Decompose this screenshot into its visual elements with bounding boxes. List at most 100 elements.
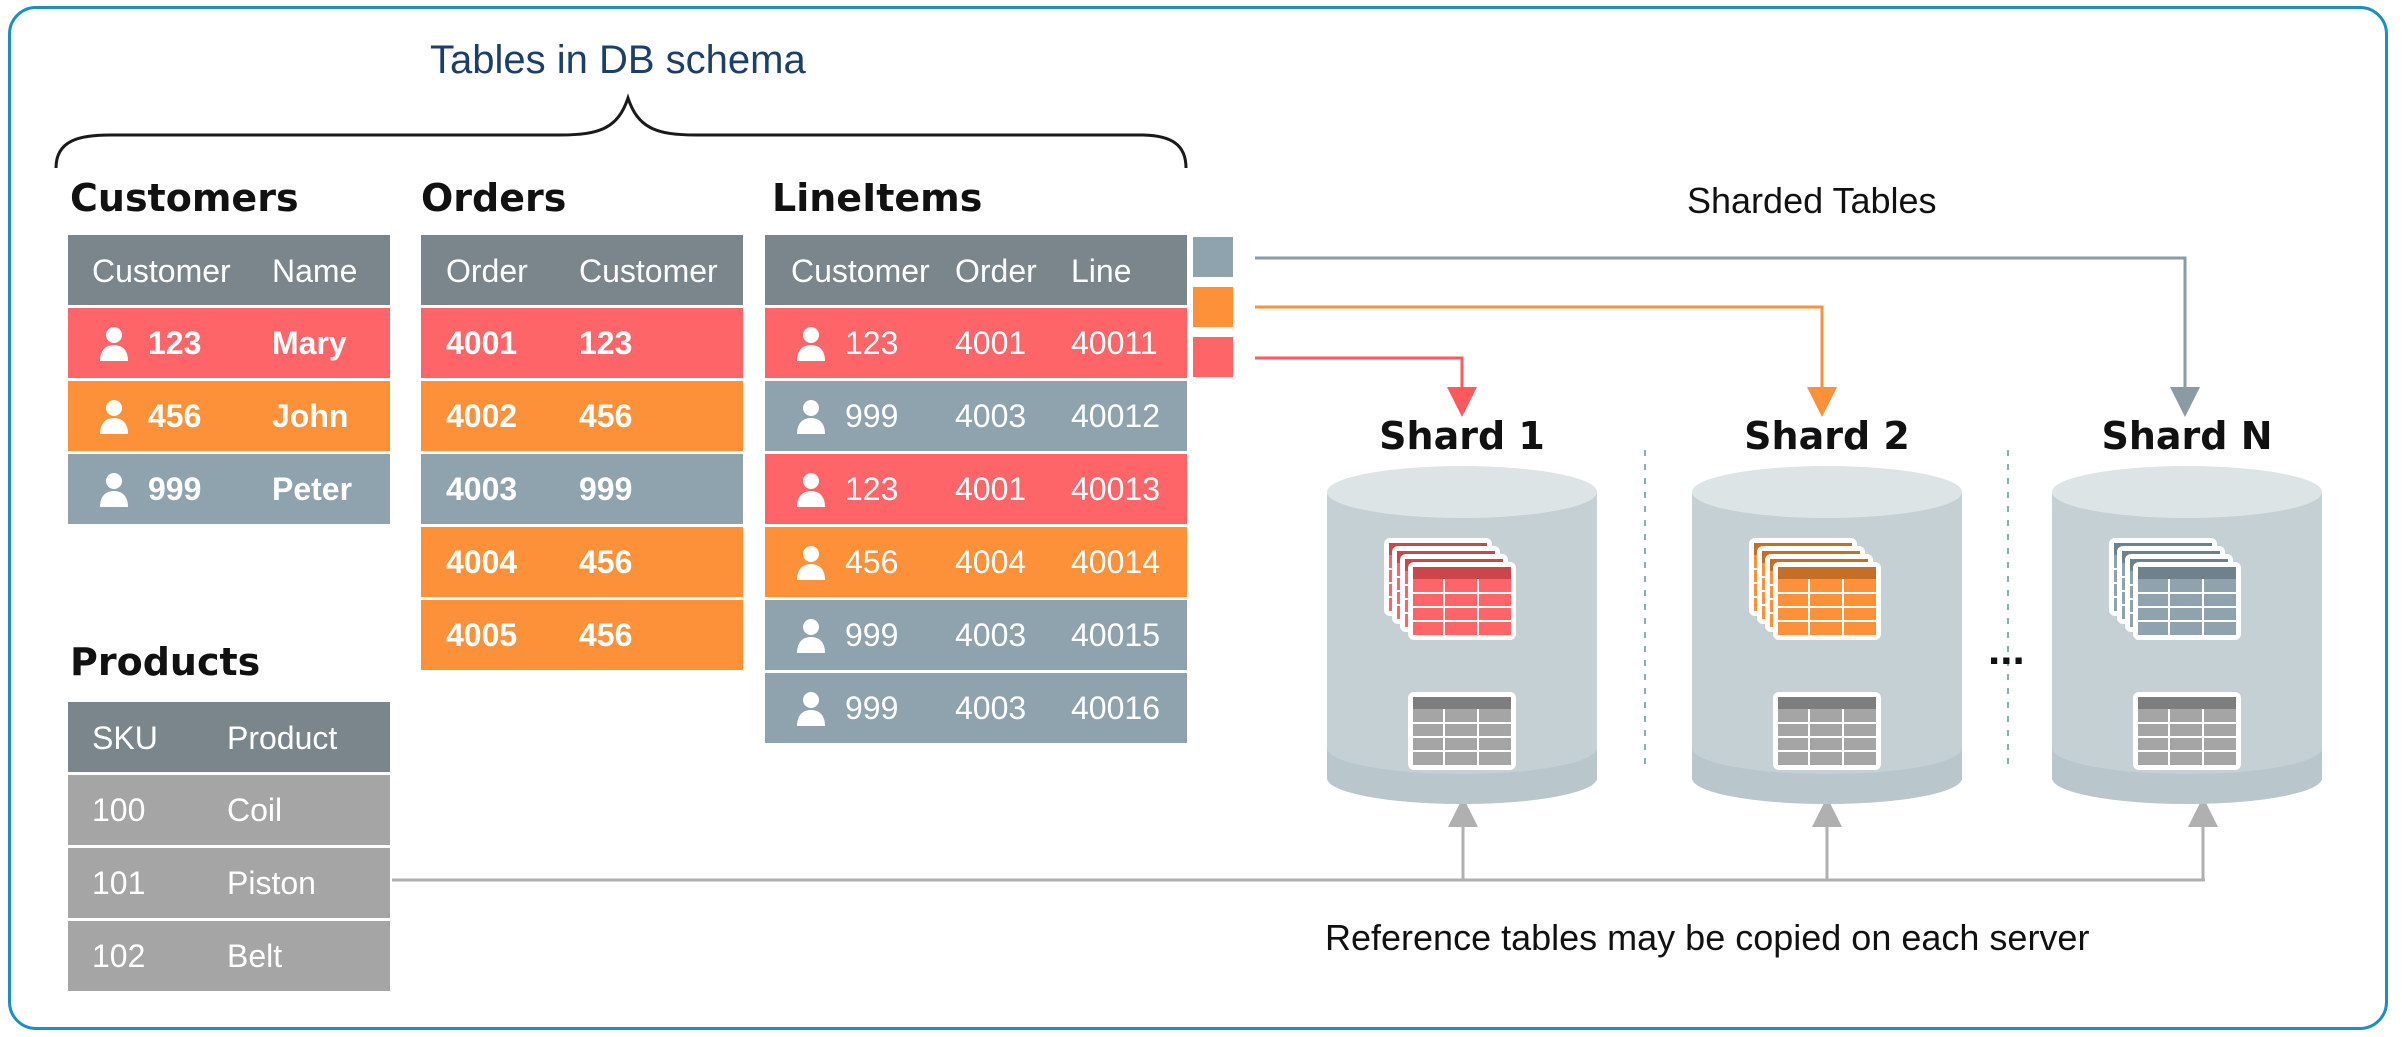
table-row: 4002 456 xyxy=(421,378,743,451)
table-row: 102 Belt xyxy=(68,918,390,991)
table-header: SKU Product xyxy=(68,702,390,772)
lineitem-order-cell: 4003 xyxy=(955,398,1027,434)
lineitem-customer-cell: 123 xyxy=(845,325,899,361)
table-row: 100 Coil xyxy=(68,772,390,845)
lineitem-line-cell: 40014 xyxy=(1071,544,1160,580)
order-customer-cell: 456 xyxy=(579,617,633,653)
sharded-table-icon xyxy=(1749,538,1881,640)
lineitems-table: Customer Order Line 123 4001 40011 999 4003 4… xyxy=(765,235,1187,743)
more-shards-ellipsis: ... xyxy=(1988,625,2025,674)
arrow-to-shard-2 xyxy=(1255,305,1837,417)
column-header: Customer xyxy=(791,253,930,289)
order-id-cell: 4002 xyxy=(446,398,518,434)
lineitem-order-cell: 4001 xyxy=(955,325,1027,361)
person-icon xyxy=(797,692,825,726)
arrow-to-shard-1 xyxy=(1255,356,1477,417)
person-icon xyxy=(797,619,825,653)
order-customer-cell: 999 xyxy=(579,471,633,507)
lineitem-customer-cell: 123 xyxy=(845,471,899,507)
table-header: Order Customer xyxy=(421,235,743,305)
shard-n-title: Shard N xyxy=(2101,414,2273,458)
lineitem-line-cell: 40013 xyxy=(1071,471,1160,507)
lineitem-customer-cell: 456 xyxy=(845,544,899,580)
person-icon xyxy=(100,327,128,361)
table-row: 4001 123 xyxy=(421,305,743,378)
order-id-cell: 4001 xyxy=(446,325,518,361)
orders-title: Orders xyxy=(421,176,567,220)
order-customer-cell: 123 xyxy=(579,325,633,361)
lineitem-line-cell: 40015 xyxy=(1071,617,1160,653)
sharded-table-icon xyxy=(2109,538,2241,640)
sharded-square-orange xyxy=(1193,287,1233,327)
orders-table: Order Customer 4001 123 4002 456 4003 999 4004… xyxy=(421,235,743,670)
sharded-table-icon xyxy=(1384,538,1516,640)
table-header: Customer Name xyxy=(68,235,390,305)
order-customer-cell: 456 xyxy=(579,544,633,580)
table-row: 999 Peter xyxy=(68,451,390,524)
lineitem-line-cell: 40012 xyxy=(1071,398,1160,434)
product-sku-cell: 102 xyxy=(92,938,146,974)
order-id-cell: 4003 xyxy=(446,471,518,507)
lineitem-order-cell: 4003 xyxy=(955,690,1027,726)
table-row: 999 4003 40012 xyxy=(765,378,1187,451)
table-row: 101 Piston xyxy=(68,845,390,918)
lineitem-order-cell: 4003 xyxy=(955,617,1027,653)
lineitem-line-cell: 40011 xyxy=(1071,325,1158,361)
schema-title: Tables in DB schema xyxy=(430,38,806,82)
shard-2-title: Shard 2 xyxy=(1744,414,1910,458)
column-header: Line xyxy=(1071,253,1132,289)
sharded-tables-label: Sharded Tables xyxy=(1687,180,1937,221)
product-name-cell: Coil xyxy=(227,792,283,828)
customer-name-cell: Peter xyxy=(272,471,353,507)
table-row: 123 4001 40013 xyxy=(765,451,1187,524)
customers-title: Customers xyxy=(70,176,299,220)
column-header: Product xyxy=(227,720,338,756)
arrow-to-shard-n xyxy=(1255,256,2200,417)
customer-id-cell: 123 xyxy=(148,325,202,361)
order-customer-cell: 456 xyxy=(579,398,633,434)
lineitem-customer-cell: 999 xyxy=(845,690,899,726)
person-icon xyxy=(797,400,825,434)
table-row: 4004 456 xyxy=(421,524,743,597)
person-icon xyxy=(100,473,128,507)
customer-id-cell: 999 xyxy=(148,471,202,507)
person-icon xyxy=(797,327,825,361)
product-sku-cell: 100 xyxy=(92,792,146,828)
lineitem-customer-cell: 999 xyxy=(845,617,899,653)
customer-name-cell: John xyxy=(272,398,349,434)
diagram-frame xyxy=(8,6,2388,1030)
table-row: 456 John xyxy=(68,378,390,451)
table-row: 999 4003 40016 xyxy=(765,670,1187,743)
customer-id-cell: 456 xyxy=(148,398,202,434)
product-name-cell: Belt xyxy=(227,938,283,974)
reference-tables-label: Reference tables may be copied on each s… xyxy=(1325,917,2090,958)
sharded-square-red xyxy=(1193,337,1233,377)
product-sku-cell: 101 xyxy=(92,865,146,901)
lineitem-line-cell: 40016 xyxy=(1071,690,1160,726)
lineitems-title: LineItems xyxy=(772,176,983,220)
table-header: Customer Order Line xyxy=(765,235,1187,305)
sharded-square-gray xyxy=(1193,237,1233,277)
lineitem-order-cell: 4001 xyxy=(955,471,1027,507)
reference-table-icon xyxy=(2133,692,2241,770)
shard-1-title: Shard 1 xyxy=(1379,414,1545,458)
order-id-cell: 4004 xyxy=(446,544,518,580)
reference-table-icon xyxy=(1408,692,1516,770)
column-header: Customer xyxy=(579,253,718,289)
reference-table-icon xyxy=(1773,692,1881,770)
column-header: Order xyxy=(955,253,1037,289)
table-row: 4003 999 xyxy=(421,451,743,524)
table-row: 999 4003 40015 xyxy=(765,597,1187,670)
column-header: Name xyxy=(272,253,358,289)
product-name-cell: Piston xyxy=(227,865,316,901)
person-icon xyxy=(797,546,825,580)
products-title: Products xyxy=(70,640,261,684)
person-icon xyxy=(797,473,825,507)
products-table: SKU Product 100 Coil 101 Piston 102 Belt xyxy=(68,702,390,991)
lineitem-customer-cell: 999 xyxy=(845,398,899,434)
schema-brace xyxy=(54,93,1188,169)
